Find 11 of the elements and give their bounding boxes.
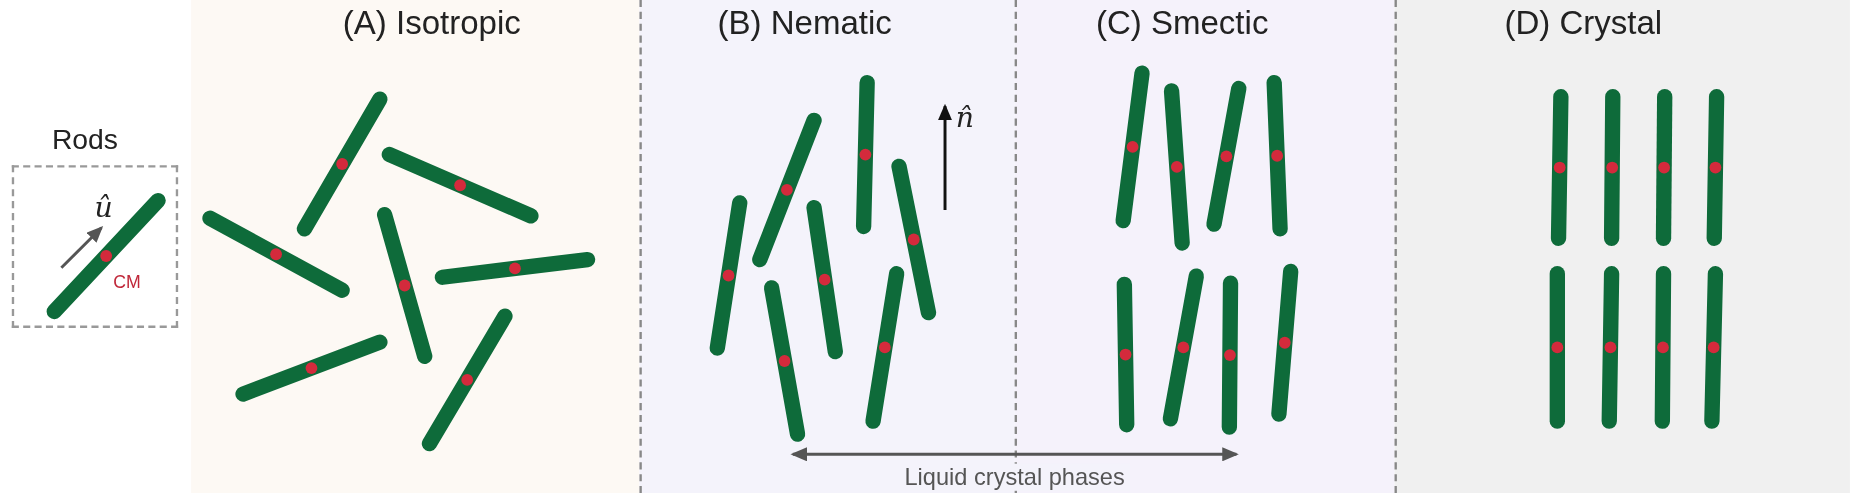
panel-title: (D) Crystal	[1504, 4, 1663, 43]
panel-title: (A) Isotropic	[342, 4, 521, 43]
phase-panel	[1394, 0, 1850, 493]
center-of-mass-label: CM	[113, 271, 141, 292]
double-arrow	[790, 447, 1239, 462]
director-label: n̂	[955, 101, 974, 135]
unit-vector-label: û	[94, 191, 113, 225]
rods-heading: Rods	[51, 122, 118, 156]
phase-panel	[191, 0, 640, 493]
panel-title: (C) Smectic	[1095, 4, 1269, 43]
panel-title: (B) Nematic	[717, 4, 892, 43]
